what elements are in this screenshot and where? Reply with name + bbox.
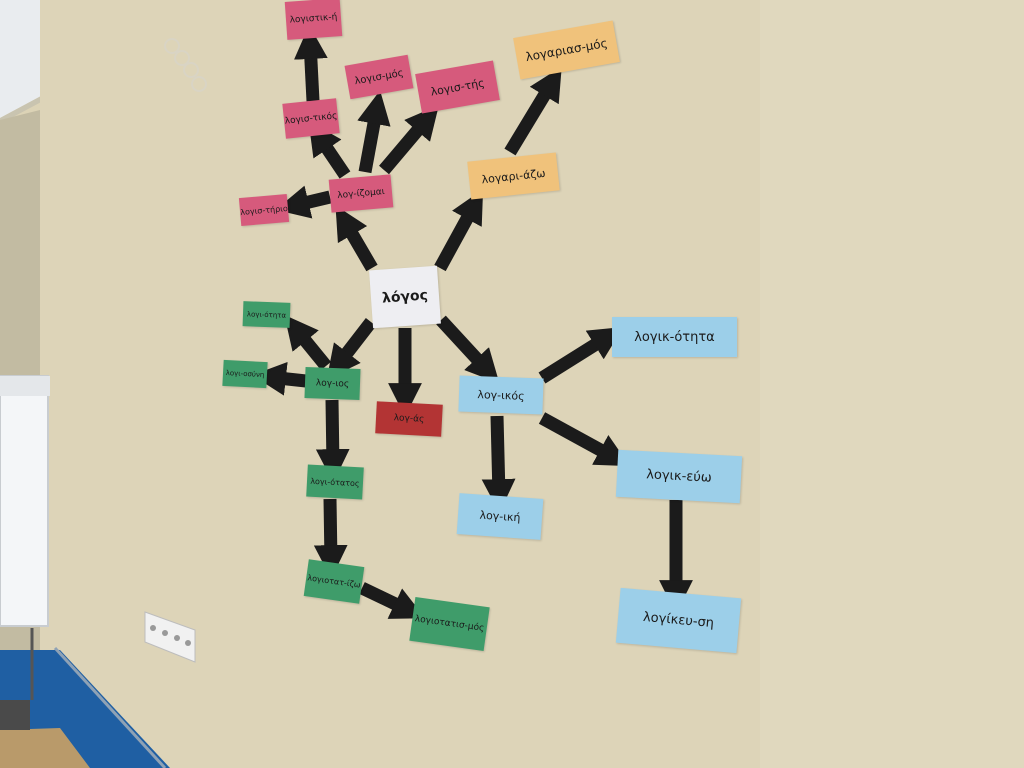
- arrow: [379, 105, 439, 175]
- card-pink-tikos: λογισ-τικός: [282, 98, 340, 139]
- card-green-izo: λογιοτατ-ίζω: [303, 559, 365, 604]
- arrow: [315, 399, 350, 483]
- card-green-ios: λογ-ιος: [304, 367, 361, 400]
- arrow: [252, 362, 307, 396]
- arrow: [436, 315, 500, 384]
- arrow: [357, 90, 391, 174]
- card-pink-izomai: λογ-ίζομαι: [328, 174, 394, 213]
- arrow: [313, 498, 348, 579]
- flipchart: [0, 375, 50, 700]
- card-pink-top: λογιστικ-ή: [284, 0, 343, 40]
- arrow: [308, 120, 351, 179]
- arrow: [481, 415, 516, 513]
- card-green-otita: λογι-ότητα: [242, 301, 291, 328]
- card-blue-otita: λογικ-ότητα: [612, 317, 737, 357]
- card-green-otatos: λογι-ότατος: [306, 464, 364, 500]
- arrow: [504, 66, 562, 156]
- arrow: [359, 582, 426, 619]
- card-center: λόγος: [369, 265, 441, 329]
- arrows: [252, 25, 693, 619]
- arrow: [326, 318, 377, 380]
- wall-sockets: [144, 611, 196, 663]
- card-blue-ikos: λογ-ικός: [458, 375, 544, 415]
- arrow: [284, 314, 332, 371]
- arrow: [538, 412, 630, 467]
- arrow: [434, 189, 484, 272]
- card-pink-tirio: λογισ-τήριο: [238, 193, 290, 227]
- ceiling-fixture: [164, 38, 207, 92]
- arrow: [335, 205, 378, 272]
- arrow: [293, 25, 328, 102]
- arrow: [275, 185, 332, 219]
- table: [0, 728, 90, 768]
- card-green-osini: λογι-οσύνη: [222, 359, 268, 389]
- arrow: [538, 327, 624, 384]
- card-blue-iki: λογ-ική: [456, 493, 544, 540]
- card-red-as: λογ-άς: [375, 401, 443, 437]
- card-blue-si: λογίκευ-ση: [615, 587, 742, 654]
- card-blue-euo: λογικ-εύω: [615, 449, 743, 504]
